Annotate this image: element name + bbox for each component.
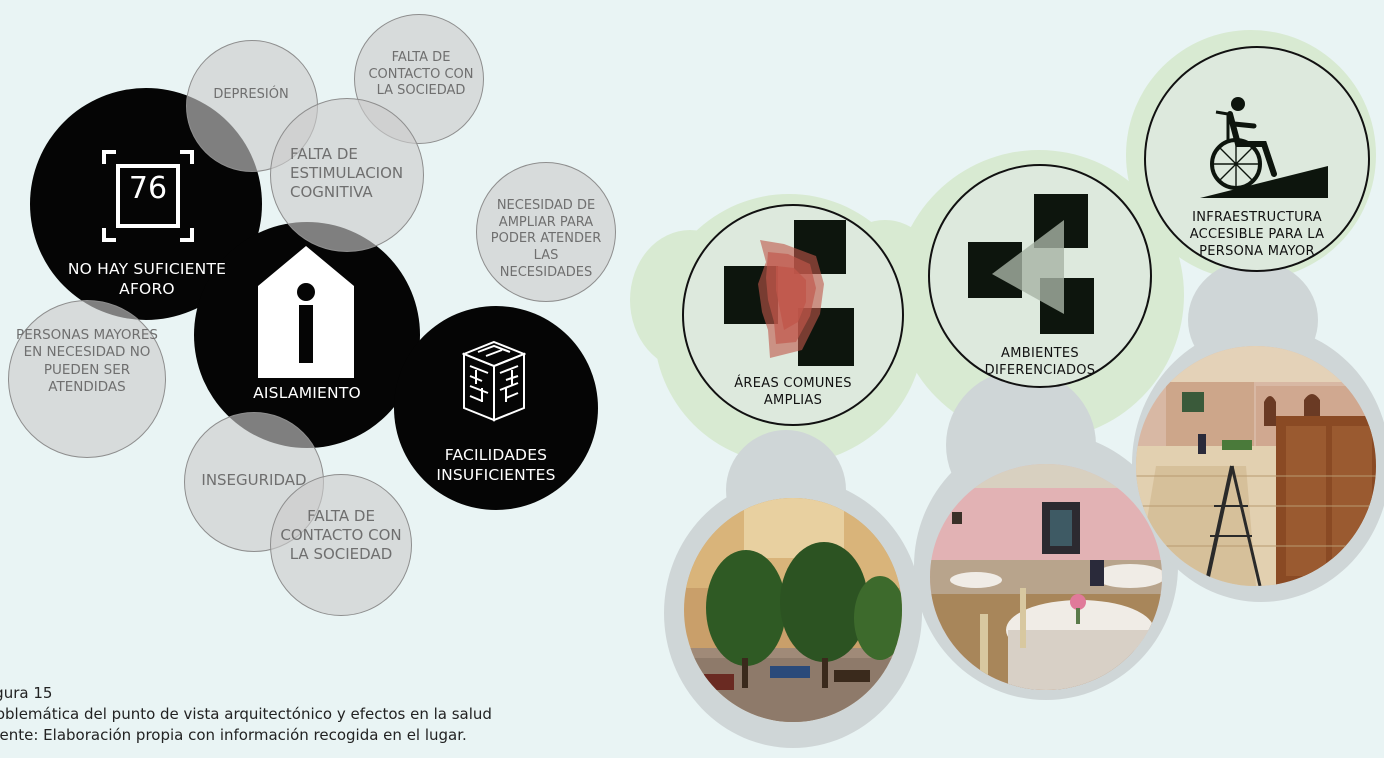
overlapping-squares-icon [724,220,854,366]
depresion-label: DEPRESIÓN [213,87,289,102]
counter-value: 76 [128,171,168,206]
figure-caption-line3: uente: Elaboración propia con informació… [0,726,467,744]
figure-caption-line1: igura 15 [0,684,53,702]
courtyard-photo [684,498,902,722]
problem-diagram: 76 NO HAY SUFICIENTE AFORO AISLAMIENTO F… [0,0,640,700]
estimulacion-label: FALTA DE ESTIMULACION COGNITIVA [290,145,404,202]
infraestructura-label: INFRAESTRUCTURA ACCESIBLE PARA LA PERSON… [1189,210,1325,259]
infraestructura-circle [1144,46,1370,272]
contacto-bottom-label: FALTA DE CONTACTO CON LA SOCIEDAD [280,507,402,564]
aforo-label: NO HAY SUFICIENTE AFORO [67,260,227,298]
aislamiento-label: AISLAMIENTO [253,384,361,402]
maze-cube-icon [462,340,526,422]
inseguridad-label: INSEGURIDAD [201,471,307,489]
triangle-squares-icon [968,194,1094,334]
solutions-diagram: ÁREAS COMUNES AMPLIAS AMBIENTES DIFERENC… [630,0,1384,758]
counter-frame-icon [102,150,194,242]
ambientes-label: AMBIENTES DIFERENCIADOS [984,346,1096,378]
estimulacion-circle [270,98,424,252]
wheelchair-ramp-icon [1200,97,1328,198]
figure-caption-line2: roblemática del punto de vista arquitect… [0,705,492,723]
contacto-bottom-circle [270,474,412,616]
ramp-hallway-photo [1136,346,1376,586]
personas-label: PERSONAS MAYORES EN NECESIDAD NO PUEDEN … [16,327,158,395]
personas-circle [8,300,166,458]
house-person-icon [258,246,354,378]
necesidad-label: NECESIDAD DE AMPLIAR PARA PODER ATENDER … [490,198,602,280]
areas-comunes-label: ÁREAS COMUNES AMPLIAS [734,376,852,408]
dining-room-photo [930,464,1162,690]
necesidad-circle [476,162,616,302]
contacto-top-label: FALTA DE CONTACTO CON LA SOCIEDAD [368,50,474,99]
facilidades-circle [394,306,598,510]
facilidades-label: FACILIDADES INSUFICIENTES [436,446,556,484]
